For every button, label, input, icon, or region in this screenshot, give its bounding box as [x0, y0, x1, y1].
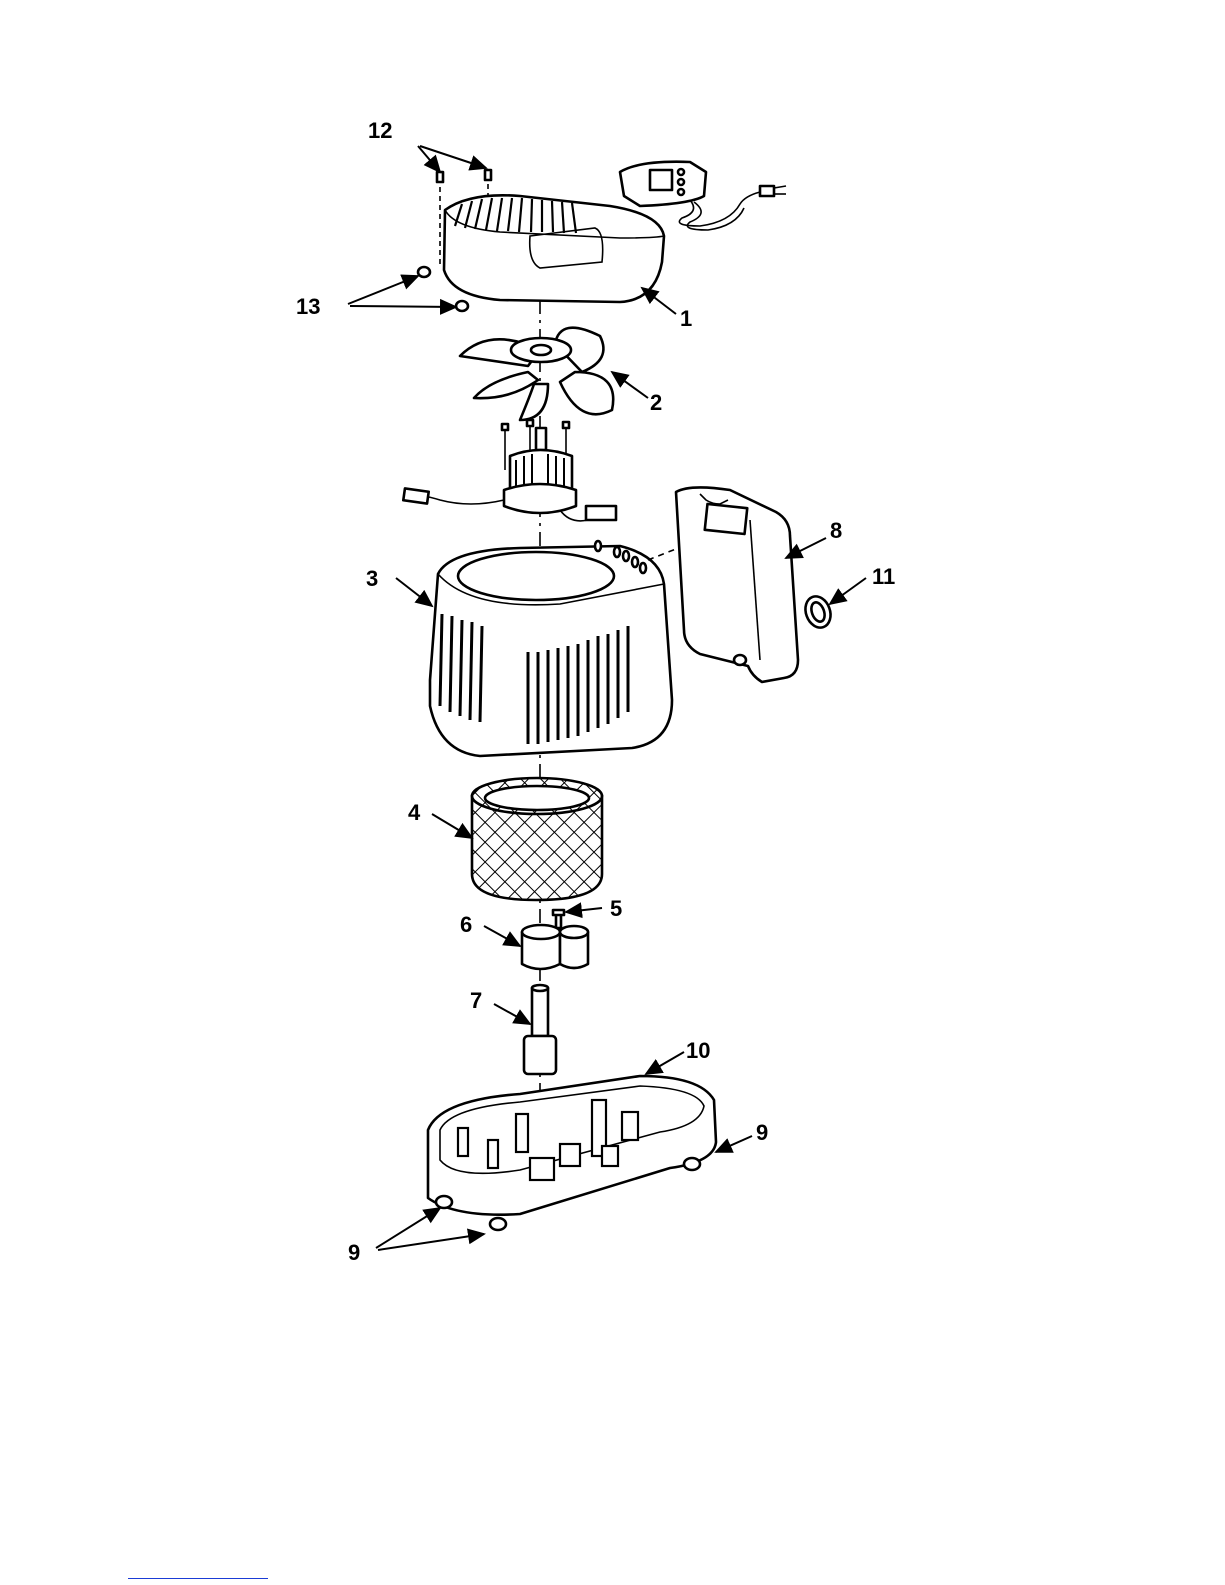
callout-9-right: 9 [756, 1120, 768, 1145]
callout-1: 1 [680, 306, 692, 331]
footer-link-underline [128, 1578, 268, 1579]
callout-2: 2 [650, 390, 662, 415]
callout-4: 4 [408, 800, 421, 825]
callout-11: 11 [872, 564, 895, 589]
callout-9-left: 9 [348, 1240, 360, 1265]
float-rod [524, 985, 556, 1074]
callout-5: 5 [610, 896, 622, 921]
float [522, 925, 588, 969]
callout-13: 13 [296, 294, 320, 319]
callout-6: 6 [460, 912, 472, 937]
water-tank [676, 487, 798, 682]
callout-8: 8 [830, 518, 842, 543]
callout-10: 10 [686, 1038, 710, 1063]
base-tray [428, 1076, 716, 1215]
callout-12: 12 [368, 118, 392, 143]
top-cover [444, 195, 664, 302]
callout-3: 3 [366, 566, 378, 591]
tank-cap [801, 593, 834, 631]
wick-filter [472, 778, 602, 900]
screw [553, 910, 564, 928]
motor [403, 420, 616, 521]
fan-blade [460, 328, 613, 420]
callout-7: 7 [470, 988, 482, 1013]
